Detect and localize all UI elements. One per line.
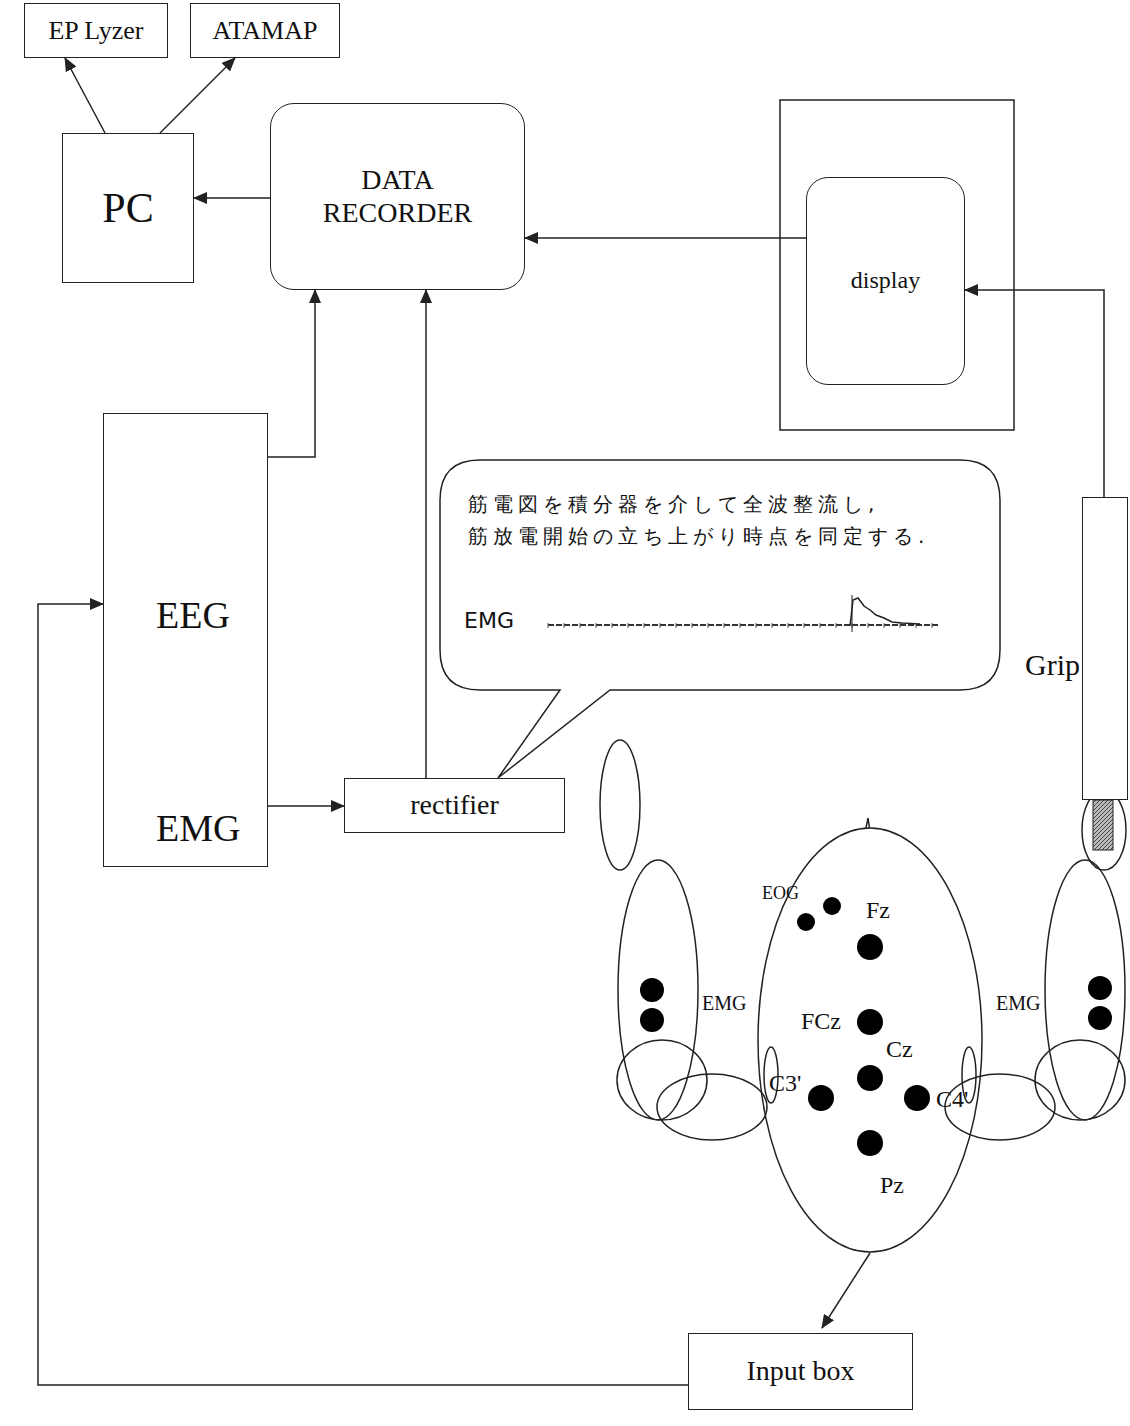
- node-text: ATAMAP: [213, 16, 318, 46]
- node-text: EEG: [156, 594, 230, 638]
- electrode-label: C4': [936, 1086, 968, 1112]
- electrode-label: FCz: [801, 1008, 841, 1034]
- signal-arrow: [65, 58, 105, 133]
- node-text: EMG: [156, 807, 240, 851]
- subject-figure: [600, 740, 1126, 1252]
- display-screen: display: [806, 177, 965, 385]
- signal-arrow: [425, 290, 427, 778]
- monitor-frame: [780, 100, 1014, 430]
- node-text: PC: [102, 184, 153, 232]
- node-text: Input box: [746, 1355, 854, 1387]
- electrode-label: EOG: [762, 884, 799, 904]
- recorder-box: DATA RECORDER: [270, 103, 525, 290]
- amplifier-box: EEG EMG: [103, 413, 268, 867]
- electrode-label: Fz: [866, 897, 890, 923]
- program-box: EP Lyzer: [24, 3, 168, 58]
- node-text: DATA RECORDER: [298, 164, 498, 228]
- electrode-label: EMG: [702, 992, 746, 1014]
- callout-bubble: 筋電図を積分器を介して全波整流し, 筋放電開始の立ち上がり時点を同定する. EMG: [440, 460, 1000, 690]
- signal-arrow: [268, 805, 344, 807]
- rectifier-box: rectifier: [344, 778, 565, 833]
- electrode-label: Pz: [880, 1172, 904, 1198]
- node-text: rectifier: [410, 789, 499, 821]
- signal-arrow: [268, 290, 315, 457]
- node-text: EP Lyzer: [48, 16, 143, 46]
- computer-box: PC: [62, 133, 194, 283]
- node-text: 筋電図を積分器を介して全波整流し, 筋放電開始の立ち上がり時点を同定する.: [468, 488, 988, 552]
- electrode-label: C3': [769, 1070, 801, 1096]
- cable-arrow: [822, 1253, 870, 1328]
- node-text: display: [851, 267, 920, 295]
- node-text: Grip: [1025, 648, 1080, 683]
- signal-arrow: [525, 237, 806, 239]
- electrode-label: Cz: [886, 1036, 913, 1062]
- electrodes: [640, 897, 1112, 1156]
- grip-sensor: Grip: [1082, 497, 1128, 800]
- input-box: Input box: [688, 1333, 913, 1410]
- node-text: EMG: [464, 608, 514, 633]
- program-box: ATAMAP: [190, 3, 340, 58]
- signal-arrow: [194, 197, 270, 199]
- electrode-label: EMG: [996, 992, 1040, 1014]
- signal-arrow: [160, 58, 235, 133]
- grip-handle: [1093, 800, 1113, 850]
